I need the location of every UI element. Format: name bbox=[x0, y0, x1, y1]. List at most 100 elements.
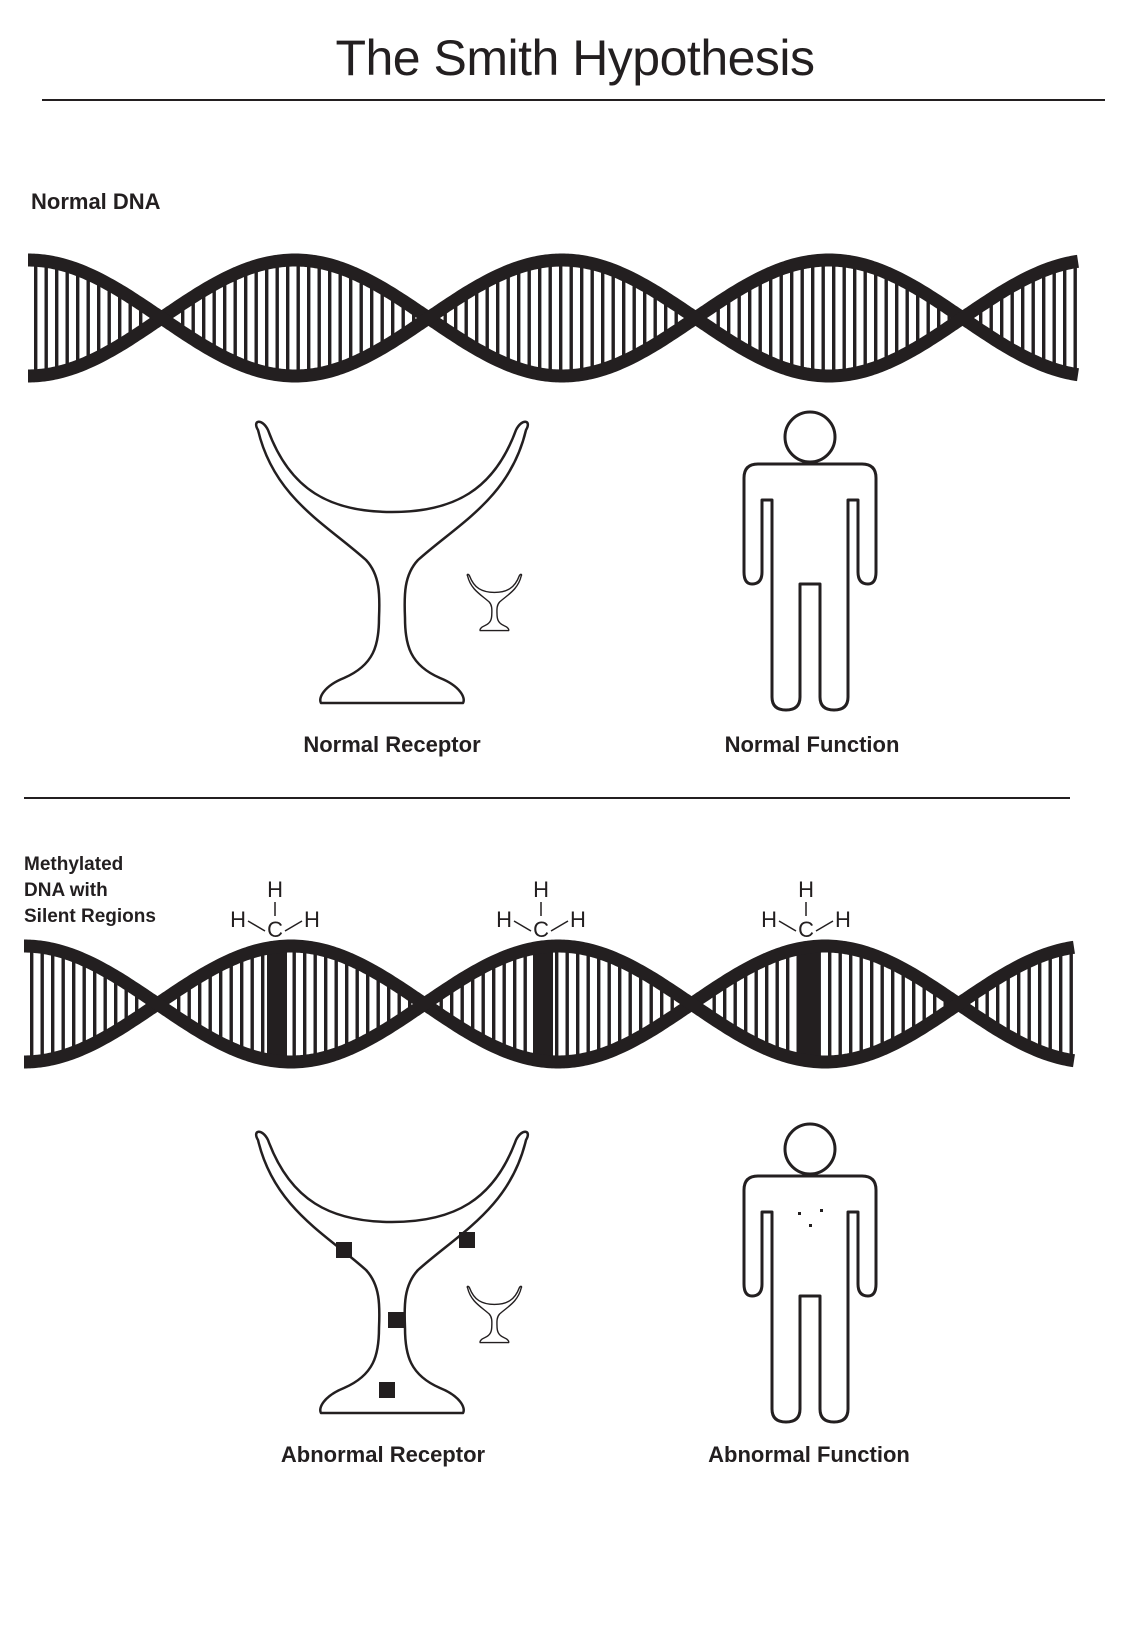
normal-dna-rung bbox=[947, 312, 951, 324]
methylated-dna-rung bbox=[82, 964, 86, 1044]
normal-dna-rung bbox=[118, 294, 122, 342]
methylated-dna-rung bbox=[471, 978, 475, 1030]
normal-dna-rung bbox=[916, 292, 920, 344]
methylated-dna-rung bbox=[523, 955, 527, 1053]
normal-dna-rung bbox=[548, 265, 552, 371]
methylated-dna-rung bbox=[912, 978, 916, 1030]
methyl-3-top-h: H bbox=[798, 877, 814, 902]
methylated-dna-rung bbox=[313, 953, 317, 1055]
defect-marker bbox=[388, 1312, 404, 1328]
normal-dna-rung bbox=[380, 292, 384, 345]
normal-dna-rung bbox=[895, 281, 899, 355]
methylated-label-line-3: Silent Regions bbox=[24, 906, 156, 927]
methylated-dna-rung bbox=[618, 964, 622, 1044]
methylated-dna-rung bbox=[765, 964, 769, 1044]
abnormal-receptor-label: Abnormal Receptor bbox=[281, 1442, 486, 1467]
methylated-dna-rung bbox=[460, 985, 464, 1023]
methyl-group-1: H H C H bbox=[230, 877, 320, 942]
methylated-dna-rung bbox=[439, 998, 443, 1010]
methylated-label-line-2: DNA with bbox=[24, 880, 108, 901]
normal-dna-rung bbox=[265, 268, 269, 368]
normal-receptor-label: Normal Receptor bbox=[303, 732, 481, 757]
normal-dna-rung bbox=[1073, 267, 1077, 369]
methylated-dna-rung bbox=[1059, 955, 1063, 1053]
methylated-dna-rung bbox=[555, 951, 559, 1057]
normal-dna-rung bbox=[202, 296, 206, 340]
methylated-dna-rung bbox=[975, 997, 979, 1011]
normal-dna-rung bbox=[779, 274, 783, 362]
abnormal-function-person bbox=[466, 1122, 878, 1424]
normal-function-label: Normal Function bbox=[725, 732, 900, 757]
normal-dna-rung bbox=[86, 278, 90, 358]
normal-dna-rung bbox=[800, 268, 804, 368]
methylated-dna-rung bbox=[397, 990, 401, 1018]
methylated-dna-rung bbox=[1048, 958, 1052, 1050]
methylated-dna-rung bbox=[240, 961, 244, 1047]
methylated-dna-rung bbox=[324, 955, 328, 1053]
methylated-dna-rung bbox=[492, 967, 496, 1041]
methylated-dna-rung bbox=[922, 985, 926, 1023]
methyl-1-right-h: H bbox=[304, 907, 320, 932]
normal-dna-rung bbox=[664, 302, 668, 334]
methylated-dna-rung bbox=[996, 984, 1000, 1024]
methylated-dna-rung bbox=[303, 951, 307, 1057]
methyl-3-carbon: C bbox=[798, 917, 814, 942]
normal-dna-rung bbox=[1010, 292, 1014, 345]
normal-dna-rung bbox=[748, 289, 752, 347]
methylated-dna-rung bbox=[177, 995, 181, 1013]
normal-dna-rung bbox=[401, 304, 405, 332]
methylated-dna-rung bbox=[723, 988, 727, 1020]
normal-dna-rung bbox=[863, 269, 867, 367]
normal-dna-rung bbox=[538, 267, 542, 369]
normal-dna-rung bbox=[622, 278, 626, 358]
normal-dna-rung bbox=[191, 302, 195, 333]
methylated-dna-rung bbox=[744, 975, 748, 1033]
methylated-dna-rung bbox=[828, 951, 832, 1057]
normal-dna-rung bbox=[832, 265, 836, 371]
methylated-dna-rung bbox=[597, 957, 601, 1051]
methylated-dna-rung bbox=[124, 987, 128, 1021]
methylated-dna-rung bbox=[198, 982, 202, 1026]
normal-dna-rung bbox=[559, 265, 563, 371]
normal-dna-rung bbox=[370, 286, 374, 350]
normal-dna-rung bbox=[937, 305, 941, 331]
silent-region-block bbox=[798, 951, 818, 1057]
normal-dna-rung bbox=[601, 271, 605, 365]
normal-dna-rung bbox=[737, 295, 741, 341]
normal-dna-label: Normal DNA bbox=[31, 189, 161, 214]
normal-dna-rung bbox=[1052, 272, 1056, 364]
normal-dna-rung bbox=[926, 299, 930, 337]
normal-dna-rung bbox=[653, 295, 657, 341]
methylated-dna-rung bbox=[849, 953, 853, 1055]
normal-dna-rung bbox=[716, 308, 720, 328]
methylated-dna-rung bbox=[93, 969, 97, 1039]
normal-dna-rung bbox=[128, 301, 132, 335]
methylated-dna-helix bbox=[24, 939, 1075, 1069]
normal-dna-rung bbox=[506, 276, 510, 359]
methylated-dna-rung bbox=[985, 990, 989, 1018]
methylated-dna-rung bbox=[1069, 953, 1073, 1055]
methylated-dna-rung bbox=[754, 969, 758, 1039]
methylated-dna-rung bbox=[61, 956, 65, 1052]
methylated-dna-rung bbox=[712, 994, 716, 1014]
methylated-dna-rung bbox=[649, 981, 653, 1027]
normal-dna-strand bbox=[28, 253, 1079, 383]
methylated-dna-rung bbox=[229, 965, 233, 1043]
methylated-dna-rung bbox=[733, 981, 737, 1027]
methylated-dna-rung bbox=[114, 980, 118, 1028]
normal-dna-rung bbox=[611, 274, 615, 362]
normal-dna-rung bbox=[1031, 280, 1035, 356]
normal-dna-rung bbox=[338, 272, 342, 364]
normal-dna-rung bbox=[475, 292, 479, 344]
methyl-1-left-h: H bbox=[230, 907, 246, 932]
normal-dna-rung bbox=[181, 309, 185, 327]
methyl-2-top-h: H bbox=[533, 877, 549, 902]
normal-receptor bbox=[254, 420, 530, 705]
methylated-dna-rung bbox=[292, 951, 296, 1057]
methylated-dna-rung bbox=[775, 960, 779, 1048]
normal-dna-rung bbox=[821, 265, 825, 371]
normal-dna-rung bbox=[328, 269, 332, 367]
defect-marker bbox=[336, 1242, 352, 1258]
methyl-2-left-h: H bbox=[496, 907, 512, 932]
defect-marker bbox=[379, 1382, 395, 1398]
